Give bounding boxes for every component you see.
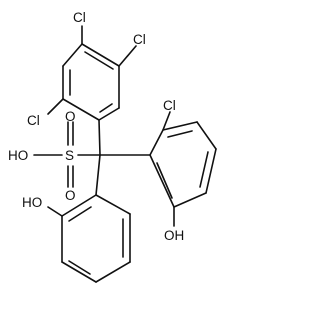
bond <box>162 111 171 131</box>
bond <box>98 107 120 121</box>
chlorophenol-ring <box>149 111 217 227</box>
oxygen-atom-label: O <box>65 188 76 203</box>
bond <box>61 261 97 283</box>
double-bond-inner <box>84 51 114 70</box>
oxygen-atom-label: O <box>65 109 76 124</box>
hydroxyl-label: HO <box>8 148 28 163</box>
chemical-structure-diagram: Cl Cl Cl Cl HO S O O HO OH <box>8 10 217 283</box>
bond <box>47 98 64 115</box>
double-bond-inner <box>68 260 91 275</box>
bond <box>205 148 217 194</box>
bond <box>95 261 131 283</box>
trichlorophenyl-ring <box>47 25 137 156</box>
sulfonic-acid-group <box>33 121 101 188</box>
bond <box>95 194 131 215</box>
double-bond-inner <box>167 130 193 138</box>
double-bond-inner <box>199 151 209 188</box>
double-bond-inner <box>68 206 92 222</box>
bond <box>61 194 97 217</box>
double-bond-inner <box>156 162 173 199</box>
bond <box>149 129 164 156</box>
sulfur-atom-label: S <box>65 148 74 163</box>
chlorine-atom-label: Cl <box>27 113 40 128</box>
bond <box>95 154 101 196</box>
chlorine-atom-label: Cl <box>73 10 86 25</box>
hydroxyl-label: HO <box>22 195 42 210</box>
bond <box>81 43 120 67</box>
hydroxyl-label: OH <box>164 228 184 243</box>
bond <box>118 45 137 67</box>
double-bond-inner <box>99 103 113 113</box>
bond <box>98 119 101 156</box>
bond <box>196 121 217 150</box>
phenol-ring <box>47 194 131 283</box>
bond <box>162 121 198 131</box>
bond <box>62 43 83 67</box>
bond <box>173 192 207 208</box>
bond <box>149 154 175 208</box>
chlorine-atom-label: Cl <box>163 98 176 113</box>
bond <box>47 206 63 217</box>
bond <box>62 98 100 121</box>
chlorine-atom-label: Cl <box>133 32 146 47</box>
